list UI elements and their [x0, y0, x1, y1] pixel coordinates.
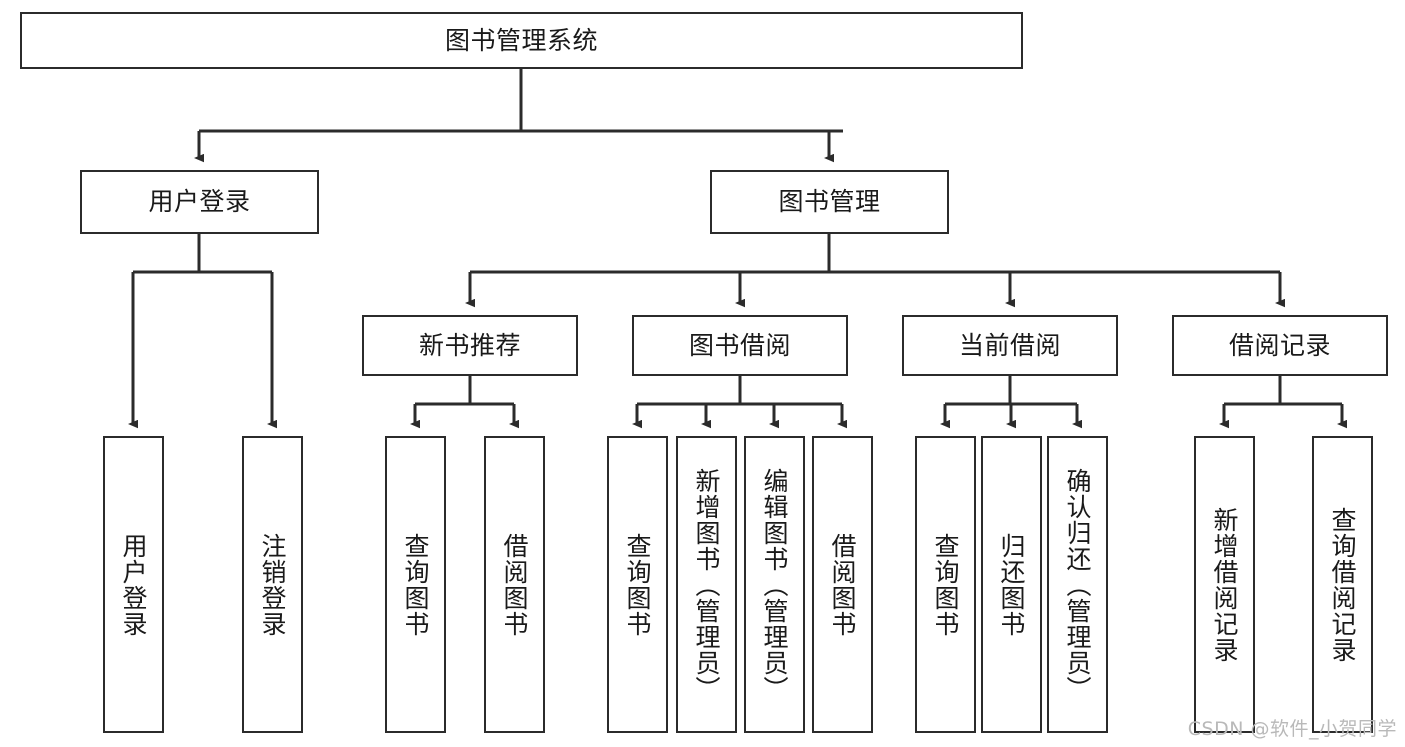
node-leaf-user-logout-label: 注销登录: [258, 532, 287, 637]
node-leaf-add-record[interactable]: 新增借阅记录: [1194, 436, 1255, 733]
node-book-borrow-label: 图书借阅: [688, 330, 791, 360]
node-book-manage-label: 图书管理: [778, 187, 881, 217]
node-leaf-query-record[interactable]: 查询借阅记录: [1312, 436, 1373, 733]
node-leaf-user-logout[interactable]: 注销登录: [242, 436, 303, 733]
node-leaf-add-book[interactable]: 新增图书（管理员）: [676, 436, 737, 733]
node-leaf-user-login-label: 用户登录: [119, 532, 148, 637]
node-leaf-confirm-return-label: 确认归还（管理员）: [1063, 467, 1092, 702]
node-leaf-add-book-label: 新增图书（管理员）: [692, 467, 721, 702]
node-book-borrow[interactable]: 图书借阅: [632, 315, 848, 376]
csdn-watermark: CSDN @软件_小贺同学: [1187, 718, 1397, 740]
node-leaf-query-record-label: 查询借阅记录: [1328, 506, 1357, 663]
node-leaf-edit-book[interactable]: 编辑图书（管理员）: [744, 436, 805, 733]
node-leaf-confirm-return[interactable]: 确认归还（管理员）: [1047, 436, 1108, 733]
node-book-manage[interactable]: 图书管理: [710, 170, 949, 234]
node-leaf-query-book-2-label: 查询图书: [623, 532, 652, 637]
node-leaf-borrow-book-1[interactable]: 借阅图书: [484, 436, 545, 733]
node-root[interactable]: 图书管理系统: [20, 12, 1023, 69]
node-leaf-return-book[interactable]: 归还图书: [981, 436, 1042, 733]
node-leaf-borrow-book-2[interactable]: 借阅图书: [812, 436, 873, 733]
node-leaf-user-login[interactable]: 用户登录: [103, 436, 164, 733]
node-leaf-query-book-3-label: 查询图书: [931, 532, 960, 637]
node-user-login[interactable]: 用户登录: [80, 170, 319, 234]
node-root-label: 图书管理系统: [444, 25, 598, 55]
node-leaf-return-book-label: 归还图书: [997, 532, 1026, 637]
node-current-borrow-label: 当前借阅: [958, 330, 1061, 360]
node-borrow-record[interactable]: 借阅记录: [1172, 315, 1388, 376]
node-borrow-record-label: 借阅记录: [1228, 330, 1331, 360]
node-leaf-query-book-1[interactable]: 查询图书: [385, 436, 446, 733]
node-leaf-edit-book-label: 编辑图书（管理员）: [760, 467, 789, 702]
node-new-book-recommend[interactable]: 新书推荐: [362, 315, 578, 376]
node-leaf-query-book-1-label: 查询图书: [401, 532, 430, 637]
node-current-borrow[interactable]: 当前借阅: [902, 315, 1118, 376]
node-leaf-borrow-book-2-label: 借阅图书: [828, 532, 857, 637]
node-leaf-borrow-book-1-label: 借阅图书: [500, 532, 529, 637]
node-new-book-recommend-label: 新书推荐: [418, 330, 521, 360]
node-leaf-query-book-2[interactable]: 查询图书: [607, 436, 668, 733]
node-leaf-add-record-label: 新增借阅记录: [1210, 506, 1239, 663]
node-leaf-query-book-3[interactable]: 查询图书: [915, 436, 976, 733]
node-user-login-label: 用户登录: [148, 187, 251, 217]
